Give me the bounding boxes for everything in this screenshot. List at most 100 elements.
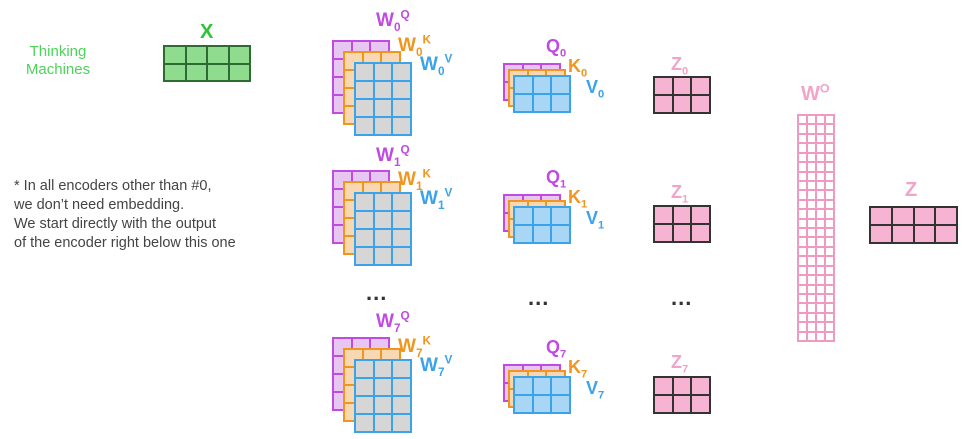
matrix-cell xyxy=(798,275,807,285)
matrix-cell xyxy=(373,193,393,211)
matrix-cell xyxy=(816,331,825,341)
matrix-cell xyxy=(807,237,816,247)
matrix-cell xyxy=(807,133,816,144)
matrix-cell xyxy=(355,360,374,378)
matrix-cell xyxy=(825,209,834,219)
matrix-cell xyxy=(355,193,374,211)
matrix-cell xyxy=(807,331,816,341)
matrix-cell xyxy=(870,225,892,243)
z-matrix-0 xyxy=(653,76,711,114)
matrix-cell xyxy=(807,190,816,200)
matrix-cell xyxy=(373,360,393,378)
matrix-cell xyxy=(551,395,570,413)
matrix-cell xyxy=(373,247,393,265)
wv-matrix-0 xyxy=(354,62,412,136)
matrix-cell xyxy=(373,396,393,414)
matrix-cell xyxy=(825,237,834,247)
matrix-cell xyxy=(654,95,673,113)
matrix-cell xyxy=(798,322,807,332)
matrix-cell xyxy=(816,246,825,257)
matrix-cell xyxy=(798,124,807,134)
matrix-cell xyxy=(654,206,673,224)
matrix-cell xyxy=(551,94,570,112)
matrix-cell xyxy=(373,81,393,99)
matrix-cell xyxy=(654,377,673,395)
matrix-cell xyxy=(514,225,533,243)
matrix-cell xyxy=(798,190,807,200)
matrix-cell xyxy=(672,395,692,413)
matrix-cell xyxy=(816,303,825,313)
matrix-cell xyxy=(798,284,807,294)
matrix-cell xyxy=(807,265,816,276)
matrix-cell xyxy=(798,312,807,323)
matrix-cell xyxy=(825,115,834,125)
matrix-cell xyxy=(355,117,374,135)
matrix-cell xyxy=(816,171,825,181)
k-label-1: K1 xyxy=(568,187,588,211)
matrix-cell xyxy=(373,63,393,81)
matrix-cell xyxy=(551,207,570,225)
x-label: X xyxy=(200,21,214,43)
wv-label-7: W7V xyxy=(420,353,453,379)
matrix-cell xyxy=(691,377,710,395)
matrix-cell xyxy=(373,211,393,229)
matrix-cell xyxy=(373,229,393,247)
matrix-cell xyxy=(807,303,816,313)
matrix-cell xyxy=(816,199,825,210)
wv-matrix-7 xyxy=(354,359,412,433)
matrix-cell xyxy=(891,225,914,243)
matrix-cell xyxy=(392,211,411,229)
matrix-cell xyxy=(807,199,816,210)
matrix-cell xyxy=(551,225,570,243)
v-matrix-0 xyxy=(513,75,571,113)
matrix-cell xyxy=(355,396,374,414)
matrix-cell xyxy=(514,377,533,395)
wv-label-1: W1V xyxy=(420,186,453,212)
wq-label-1: W1Q xyxy=(376,143,410,169)
matrix-cell xyxy=(798,228,807,238)
matrix-cell xyxy=(825,124,834,134)
matrix-cell xyxy=(870,207,892,225)
matrix-cell xyxy=(355,63,374,81)
matrix-cell xyxy=(373,99,393,117)
matrix-cell xyxy=(825,190,834,200)
note-line-1: * In all encoders other than #0, xyxy=(14,178,212,194)
matrix-cell xyxy=(807,293,816,304)
matrix-cell xyxy=(825,199,834,210)
matrix-cell xyxy=(825,312,834,323)
matrix-cell xyxy=(825,171,834,181)
matrix-cell xyxy=(392,99,411,117)
matrix-cell xyxy=(807,246,816,257)
z-matrix-1 xyxy=(653,205,711,243)
matrix-cell xyxy=(164,46,186,64)
wk-label-1: W1K xyxy=(398,167,431,193)
wq-label-0: W0Q xyxy=(376,8,410,34)
matrix-cell xyxy=(798,256,807,266)
matrix-cell xyxy=(207,46,229,64)
matrix-cell xyxy=(816,275,825,285)
matrix-cell xyxy=(392,396,411,414)
matrix-cell xyxy=(825,162,834,172)
matrix-cell xyxy=(798,143,807,153)
matrix-cell xyxy=(825,133,834,144)
matrix-cell xyxy=(807,171,816,181)
wo-label: WO xyxy=(801,81,830,105)
matrix-cell xyxy=(825,246,834,257)
matrix-cell xyxy=(654,224,673,242)
matrix-cell xyxy=(807,209,816,219)
matrix-cell xyxy=(807,275,816,285)
matrix-cell xyxy=(825,152,834,163)
matrix-cell xyxy=(825,265,834,276)
matrix-cell xyxy=(798,265,807,276)
matrix-cell xyxy=(532,395,552,413)
matrix-cell xyxy=(816,284,825,294)
matrix-cell xyxy=(807,162,816,172)
z-final-label: Z xyxy=(905,179,918,201)
v-matrix-1 xyxy=(513,206,571,244)
matrix-cell xyxy=(935,207,957,225)
v-label-0: V0 xyxy=(586,77,605,101)
matrix-cell xyxy=(373,414,393,432)
matrix-cell xyxy=(228,63,250,81)
matrix-cell xyxy=(816,293,825,304)
matrix-cell xyxy=(816,322,825,332)
